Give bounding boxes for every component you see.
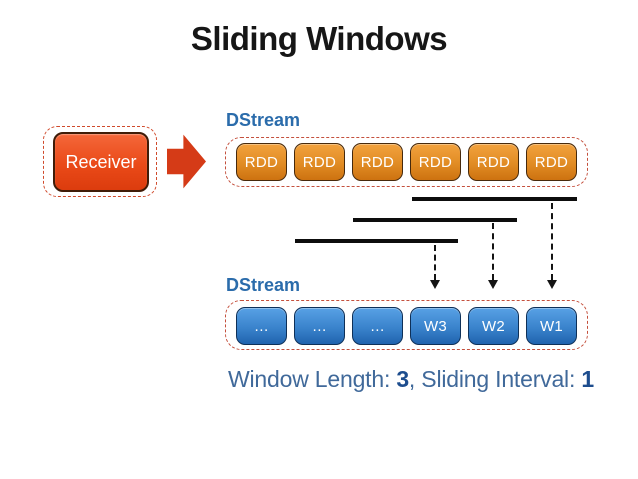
rdd-box: RDD [526,143,577,181]
rdd-box: RDD [352,143,403,181]
caption-sliding-interval-value: 1 [581,366,594,392]
window-result-box: W3 [410,307,461,345]
dstream-container-bottom [225,300,588,350]
window-span-line-1 [412,197,577,201]
caption-text-before: Window Length: [228,366,397,392]
receiver-to-dstream-arrow-icon [167,134,206,189]
window-output-arrow-3 [434,245,436,280]
caption: Window Length: 3, Sliding Interval: 1 [228,366,594,393]
slide-title: Sliding Windows [190,20,448,57]
rdd-box: RDD [410,143,461,181]
rdd-box: RDD [294,143,345,181]
window-output-arrow-1 [551,203,553,280]
window-span-line-3 [295,239,458,243]
arrow-head-icon [429,280,440,289]
window-result-box: W2 [468,307,519,345]
arrow-head-icon [487,280,498,289]
rdd-box: RDD [468,143,519,181]
rdd-box: RDD [236,143,287,181]
dstream-label-bottom: DStream [226,275,301,295]
window-output-arrow-2 [492,223,494,280]
receiver-box: Receiver [53,132,149,192]
window-result-box: W1 [526,307,577,345]
dstream-container-top [225,137,588,187]
arrow-head-icon [546,280,557,289]
caption-text-between: , Sliding Interval: [408,366,582,392]
dstream-label-top: DStream [226,110,301,130]
window-result-box: … [236,307,287,345]
receiver-dashed-outline [43,126,157,197]
caption-window-length-value: 3 [396,366,409,392]
window-result-box: … [352,307,403,345]
window-result-box: … [294,307,345,345]
window-span-line-2 [353,218,517,222]
